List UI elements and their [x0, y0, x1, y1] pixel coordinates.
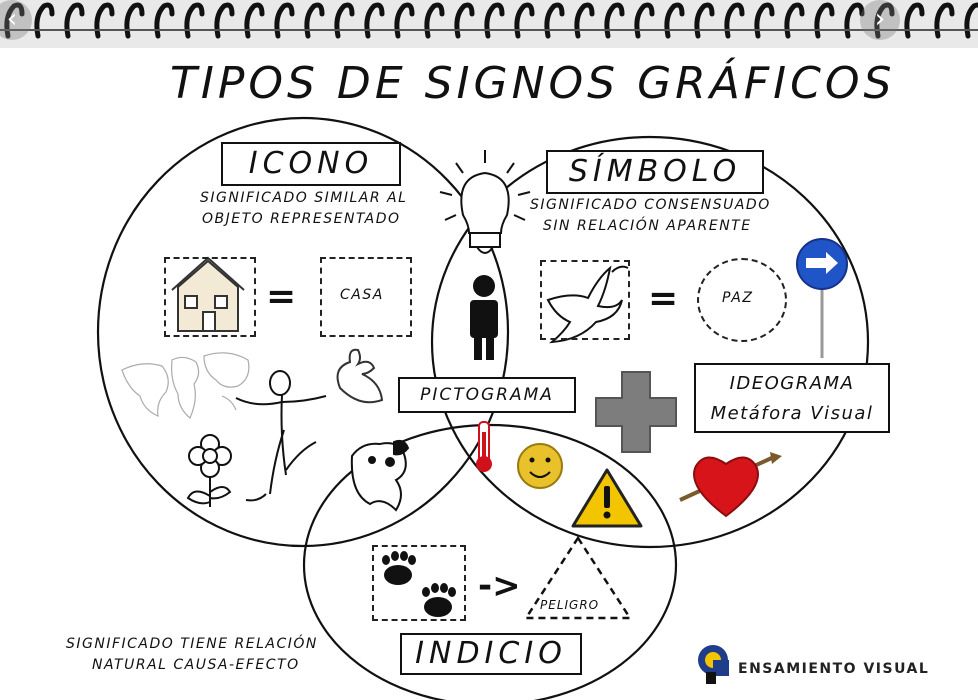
spiral-coil	[4, 2, 25, 39]
heart-arrow-icon	[679, 452, 782, 518]
simbolo-description-line1: SIGNIFICADO CONSENSUADO	[530, 197, 771, 213]
stick-figure-icon	[235, 370, 327, 502]
simbolo-circle	[430, 135, 870, 549]
person-pictogram-icon	[470, 275, 498, 360]
indicio-label: INDICIO	[400, 633, 582, 675]
dove-dashed-box	[540, 260, 630, 340]
spiral-coil	[724, 2, 745, 39]
spiral-coil	[214, 2, 235, 39]
paz-dashed-circle	[697, 258, 787, 342]
pictograma-label: PICTOGRAMA	[398, 377, 576, 413]
diagram-title: TIPOS DE SIGNOS GRÁFICOS	[170, 58, 896, 109]
spiral-coil	[484, 2, 505, 39]
simbolo-description-line2: SIN RELACIÓN APARENTE	[543, 218, 752, 234]
spiral-coil	[34, 2, 55, 39]
plus-icon	[595, 371, 677, 453]
ideograma-label-line1: IDEOGRAMA	[729, 373, 855, 394]
warning-icon	[571, 468, 643, 528]
road-sign-icon	[796, 238, 848, 358]
house-dashed-box	[164, 257, 256, 337]
spiral-coil	[394, 2, 415, 39]
spiral-coil	[454, 2, 475, 39]
spiral-coil	[784, 2, 805, 39]
world-map-icon	[121, 352, 250, 419]
spiral-coil	[574, 2, 595, 39]
spiral-coil	[244, 2, 265, 39]
brand-logo-icon	[698, 645, 729, 684]
house-icon	[171, 256, 245, 332]
spiral-coil	[754, 2, 775, 39]
paw-prints-icon	[382, 551, 456, 617]
icono-example-word: CASA	[340, 287, 384, 303]
brand-text: ENSAMIENTO VISUAL	[738, 661, 930, 677]
spiral-coil	[514, 2, 535, 39]
simbolo-equals: =	[648, 278, 680, 319]
icono-equals: =	[266, 276, 298, 317]
ideograma-label-line2: Metáfora Visual	[710, 403, 874, 424]
prev-arrow-icon[interactable]: ‹	[0, 0, 32, 40]
smiley-icon	[517, 443, 563, 489]
spiral-coil	[904, 2, 925, 39]
peligro-triangle	[523, 535, 633, 620]
indicio-description-line2: NATURAL CAUSA-EFECTO	[92, 657, 300, 673]
spiral-coil	[874, 2, 895, 39]
icono-label: ICONO	[221, 142, 401, 186]
icono-description-line2: OBJETO REPRESENTADO	[202, 211, 401, 227]
spiral-coil	[634, 2, 655, 39]
indicio-arrow: ->	[478, 566, 521, 606]
spiral-coil	[94, 2, 115, 39]
indicio-circle	[302, 423, 678, 700]
dog-icon	[350, 439, 410, 512]
indicio-example-word: PELIGRO	[540, 598, 600, 612]
icono-description-line1: SIGNIFICADO SIMILAR AL	[200, 190, 408, 206]
spiral-coil	[364, 2, 385, 39]
spiral-binding	[0, 0, 978, 48]
next-arrow-icon[interactable]: ›	[860, 0, 900, 40]
spiral-coil	[604, 2, 625, 39]
lightbulb-icon	[439, 150, 531, 254]
dove-icon	[546, 265, 629, 344]
ideograma-label: IDEOGRAMA Metáfora Visual	[694, 363, 890, 433]
rabbit-icon	[336, 348, 384, 404]
spiral-coil	[664, 2, 685, 39]
spiral-coil	[814, 2, 835, 39]
spiral-coil	[274, 2, 295, 39]
spiral-coil	[124, 2, 145, 39]
casa-dashed-box	[320, 257, 412, 337]
spiral-coil	[964, 2, 978, 39]
spiral-coil	[154, 2, 175, 39]
icono-circle	[96, 116, 510, 548]
spiral-coil	[334, 2, 355, 39]
flower-icon	[186, 434, 232, 507]
simbolo-example-word: PAZ	[722, 290, 754, 306]
spiral-coil	[424, 2, 445, 39]
spiral-coil	[304, 2, 325, 39]
spiral-coil	[544, 2, 565, 39]
spiral-coil	[844, 2, 865, 39]
simbolo-label: SÍMBOLO	[546, 150, 764, 194]
spiral-coil	[934, 2, 955, 39]
spiral-coil	[694, 2, 715, 39]
spiral-coil	[184, 2, 205, 39]
indicio-description-line1: SIGNIFICADO TIENE RELACIÓN	[66, 636, 318, 652]
paws-dashed-box	[372, 545, 466, 621]
spiral-coil	[64, 2, 85, 39]
thermometer-icon	[476, 421, 492, 472]
